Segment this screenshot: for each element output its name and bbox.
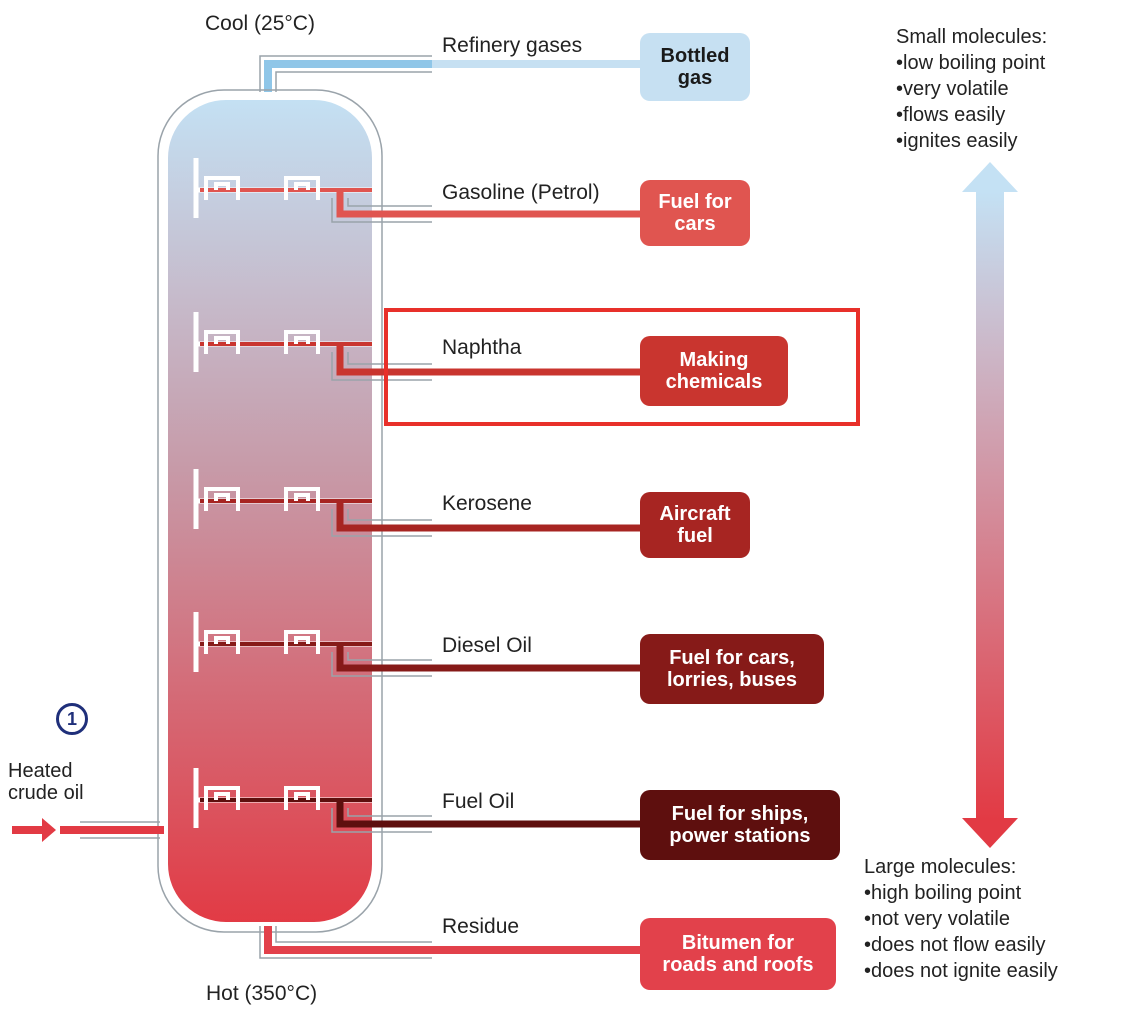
large-molecules-point: high boiling point <box>864 880 1058 906</box>
input-label: Heated crude oil <box>8 760 84 804</box>
top-outlet-pipe <box>264 60 432 100</box>
fraction-label: Diesel Oil <box>442 634 532 657</box>
small-molecules-point: low boiling point <box>896 50 1047 76</box>
feed-arrow-icon <box>12 818 56 842</box>
fraction-label: Naphtha <box>442 336 522 359</box>
fraction-label: Refinery gases <box>442 34 583 57</box>
fraction-use-box: Fuel for ships, power stations <box>640 790 840 860</box>
fraction-pipe <box>336 190 640 218</box>
residue-pipe <box>264 926 640 954</box>
small-molecules-point: ignites easily <box>896 128 1047 154</box>
fraction-use-box: Fuel for cars <box>640 180 750 246</box>
hot-temperature-label: Hot (350°C) <box>206 982 318 1005</box>
fraction-use-box: Aircraft fuel <box>640 492 750 558</box>
small-molecules-point: very volatile <box>896 76 1047 102</box>
fraction-pipe <box>336 501 640 532</box>
column-trays <box>193 158 372 828</box>
fraction-pipe <box>336 800 640 828</box>
large-molecules-point: not very volatile <box>864 906 1058 932</box>
fraction-use-box: Fuel for cars, lorries, buses <box>640 634 824 704</box>
large-molecules-point: does not flow easily <box>864 932 1058 958</box>
small-molecules-title: Small molecules: <box>896 26 1048 48</box>
naphtha-highlight-box <box>384 308 860 426</box>
fraction-pipe <box>336 644 640 672</box>
cool-temperature-label: Cool (25°C) <box>205 12 315 35</box>
small-molecules-point: flows easily <box>896 102 1047 128</box>
large-molecules-notes: Large molecules: high boiling point not … <box>864 854 1058 984</box>
fraction-label: Gasoline (Petrol) <box>442 181 600 204</box>
large-molecules-title: Large molecules: <box>864 856 1017 878</box>
fraction-pipes <box>331 60 640 833</box>
step-marker-icon: 1 <box>56 703 88 735</box>
fraction-label: Fuel Oil <box>442 790 515 813</box>
fraction-pipe <box>336 344 640 376</box>
fraction-use-box: Making chemicals <box>640 336 788 406</box>
fraction-use-box: Bitumen for roads and roofs <box>640 918 836 990</box>
fraction-label: Kerosene <box>442 492 532 515</box>
large-molecules-point: does not ignite easily <box>864 958 1058 984</box>
fraction-label: Residue <box>442 915 520 938</box>
fraction-use-box: Bottled gas <box>640 33 750 101</box>
small-molecules-notes: Small molecules: low boiling point very … <box>896 24 1047 154</box>
molecule-size-arrow <box>962 162 1018 848</box>
